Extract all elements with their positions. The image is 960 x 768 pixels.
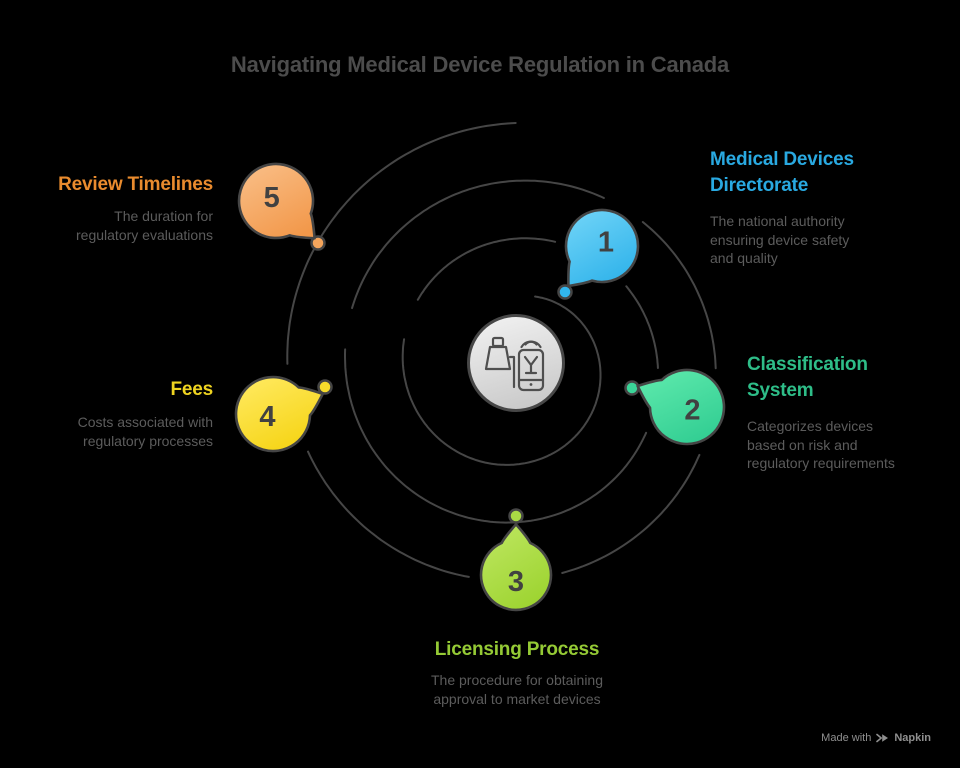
item-3-licensing-process: Licensing Process The procedure for obta… xyxy=(381,637,653,708)
item-1-description: The national authority ensuring device s… xyxy=(710,212,930,268)
item-5-description: The duration for regulatory evaluations xyxy=(13,207,213,244)
item-2-description: Categorizes devices based on risk and re… xyxy=(747,417,960,473)
item-2-heading: Classification System xyxy=(747,352,960,404)
item-5-desc-line: The duration for xyxy=(114,208,213,224)
item-3-heading-line: Licensing Process xyxy=(434,639,600,660)
item-2-desc-line: regulatory requirements xyxy=(747,455,895,471)
orbit-dot-3 xyxy=(508,508,524,524)
item-1-desc-line: ensuring device safety xyxy=(710,231,850,248)
item-5-heading: Review Timelines xyxy=(13,172,213,198)
item-4-description: Costs associated with regulatory process… xyxy=(13,413,213,450)
connected-medical-device-icon xyxy=(484,336,545,392)
bubble-3-number: 3 xyxy=(508,566,524,598)
bubble-1-number: 1 xyxy=(598,226,614,258)
item-1-medical-devices-directorate: Medical Devices Directorate The national… xyxy=(710,147,930,268)
item-4-fees: Fees Costs associated with regulatory pr… xyxy=(13,377,214,450)
item-4-desc-line: Costs associated with xyxy=(77,414,213,430)
orbit-dot-1 xyxy=(557,284,573,300)
item-5-review-timelines: Review Timelines The duration for regula… xyxy=(13,172,213,244)
item-1-desc-line: and quality xyxy=(710,250,778,266)
item-2-heading-line: Classification xyxy=(747,354,868,375)
item-3-heading: Licensing Process xyxy=(381,637,653,663)
item-3-desc-line: approval to market devices xyxy=(433,690,601,707)
item-1-heading-line: Directorate xyxy=(710,175,809,196)
item-2-classification-system: Classification System Categorizes device… xyxy=(747,352,960,473)
bubble-3: 3 xyxy=(479,523,553,612)
item-1-heading: Medical Devices Directorate xyxy=(710,147,930,199)
page-title: Navigating Medical Device Regulation in … xyxy=(230,52,730,77)
bubble-2: 2 xyxy=(636,368,726,446)
spiral-line xyxy=(286,122,717,578)
watermark: Made with Napkin xyxy=(821,732,931,744)
item-3-desc-line: The procedure for obtaining xyxy=(431,672,603,688)
item-2-desc-line: based on risk and xyxy=(747,436,858,453)
item-4-heading-line: Fees xyxy=(170,379,213,400)
bubble-1: 1 xyxy=(564,208,640,288)
orbit-dot-2 xyxy=(624,380,640,396)
bubble-2-number: 2 xyxy=(684,394,700,426)
item-5-desc-line: regulatory evaluations xyxy=(76,226,213,243)
item-1-heading-line: Medical Devices xyxy=(710,149,854,170)
item-4-heading: Fees xyxy=(13,377,213,403)
watermark-prefix: Made with xyxy=(821,732,872,744)
bubble-4-number: 4 xyxy=(259,401,275,433)
item-5-heading-line: Review Timelines xyxy=(58,174,213,195)
item-4-desc-line: regulatory processes xyxy=(83,432,213,449)
bubble-5-number: 5 xyxy=(264,182,280,214)
item-3-description: The procedure for obtaining approval to … xyxy=(381,671,653,708)
bubble-5: 5 xyxy=(237,162,316,240)
orbit-dot-5 xyxy=(310,235,326,251)
item-1-desc-line: The national authority xyxy=(710,213,845,229)
item-2-desc-line: Categorizes devices xyxy=(747,418,874,434)
napkin-logo-icon xyxy=(876,733,889,743)
item-2-heading-line: System xyxy=(747,380,814,401)
orbit-dot-4 xyxy=(317,379,333,395)
bubble-4: 4 xyxy=(234,375,324,453)
watermark-brand: Napkin xyxy=(894,732,931,744)
center-circle xyxy=(467,314,565,412)
